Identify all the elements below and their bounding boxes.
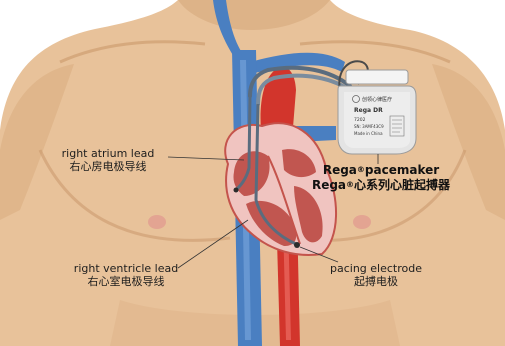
pacemaker-label-zh: Rega®心系列心脏起搏器 <box>306 178 456 193</box>
device-code: 7202 <box>354 117 366 123</box>
right-atrium-lead-label: right atrium lead 右心房电极导线 <box>44 147 172 173</box>
right-nipple <box>353 215 371 229</box>
pacemaker-label-en: Rega®pacemaker <box>306 163 456 178</box>
right-ventricle-lead-zh: 右心室电极导线 <box>62 275 190 288</box>
pacing-electrode-en: pacing electrode <box>322 262 430 275</box>
left-nipple <box>148 215 166 229</box>
right-atrium-lead-en: right atrium lead <box>44 147 172 160</box>
pacing-electrode-tip <box>294 242 300 248</box>
registered-mark-en: ® <box>357 165 365 174</box>
registered-mark-zh: ® <box>346 180 354 189</box>
pacemaker-label: Rega®pacemaker Rega®心系列心脏起搏器 <box>306 163 456 193</box>
pacemaker-name-zh: 心系列心脏起搏器 <box>354 178 450 192</box>
pacing-electrode-label: pacing electrode 起搏电极 <box>322 262 430 288</box>
device-company: 创领心律医疗 <box>362 96 392 103</box>
pacemaker-brand-zh: Rega <box>312 178 346 192</box>
right-ventricle-lead-label: right ventricle lead 右心室电极导线 <box>62 262 190 288</box>
pacemaker-device: 创领心律医疗 Rega DR 7202 SN: 3AMF43C9 Made in… <box>338 70 416 154</box>
right-ventricle-lead-en: right ventricle lead <box>62 262 190 275</box>
device-model: Rega DR <box>354 107 383 114</box>
pacemaker-brand-en: Rega <box>323 163 357 177</box>
pacemaker-name-en: pacemaker <box>365 163 439 177</box>
right-atrium-lead-zh: 右心房电极导线 <box>44 160 172 173</box>
device-sn: SN: 3AMF43C9 <box>354 124 384 129</box>
atrial-electrode-tip <box>234 188 239 193</box>
pacing-electrode-zh: 起搏电极 <box>322 275 430 288</box>
device-origin: Made in China <box>354 131 383 136</box>
